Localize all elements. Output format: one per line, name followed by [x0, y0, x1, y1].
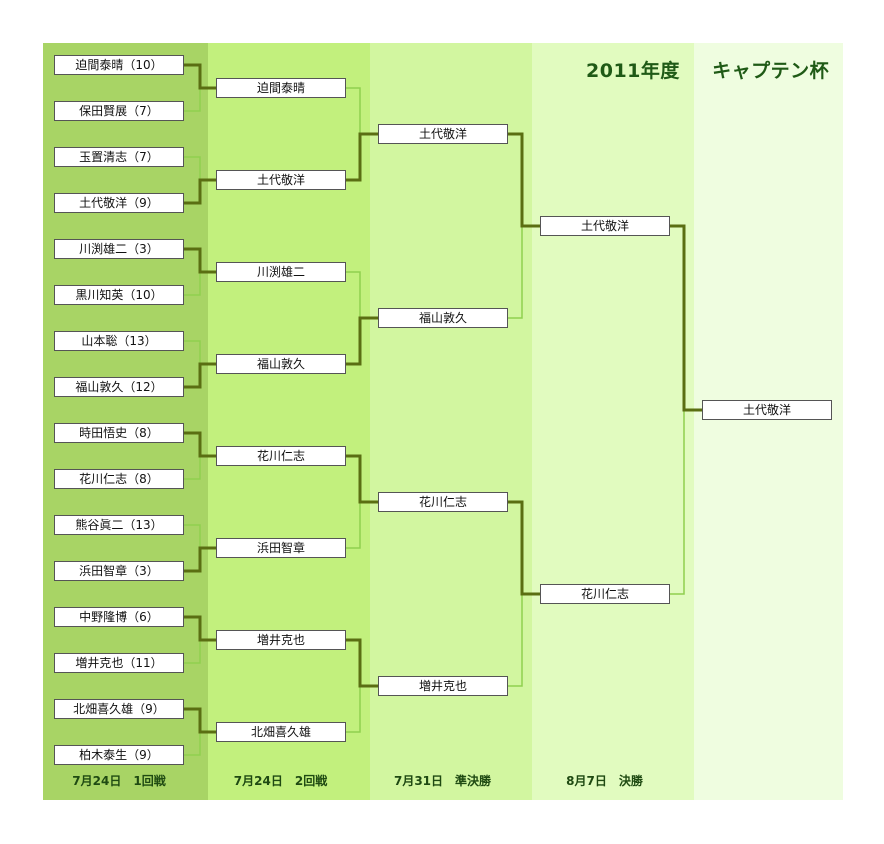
winner-line-r1-m2	[184, 178, 216, 205]
loser-line-r1-m4	[184, 340, 201, 364]
round1-entry-13: 中野隆博（6）	[54, 607, 184, 627]
loser-line-r3-m1	[508, 226, 523, 319]
winner-line-r1-m6	[184, 546, 216, 573]
round2-entry-8: 北畑喜久雄	[216, 722, 346, 742]
round-label-4: 8月7日 決勝	[566, 774, 643, 788]
round2-entry-1: 迫間泰晴	[216, 78, 346, 98]
winner-line-r3-m1	[508, 132, 540, 228]
loser-line-r2-m3	[346, 502, 361, 549]
winner-line-r2-m4	[346, 638, 378, 688]
final-entry-2: 花川仁志	[540, 584, 670, 604]
final-entry-1: 土代敬洋	[540, 216, 670, 236]
round2-entry-6: 浜田智章	[216, 538, 346, 558]
loser-line-r1-m2	[184, 156, 201, 180]
champion-column	[694, 43, 843, 800]
loser-line-r3-m2	[508, 594, 523, 687]
round-label-2: 7月24日 2回戦	[233, 774, 328, 788]
round1-entry-4: 土代敬洋（9）	[54, 193, 184, 213]
round1-entry-5: 川渕雄二（3）	[54, 239, 184, 259]
title-year: 2011年度	[586, 60, 680, 82]
round1-entry-16: 柏木泰生（9）	[54, 745, 184, 765]
loser-line-r1-m1	[184, 88, 201, 112]
round-2-column	[208, 43, 370, 800]
semifinal-entry-1: 土代敬洋	[378, 124, 508, 144]
winner-line-r2-m3	[346, 454, 378, 504]
round1-entry-6: 黒川知英（10）	[54, 285, 184, 305]
round2-entry-3: 川渕雄二	[216, 262, 346, 282]
loser-line-r2-m2	[346, 271, 361, 318]
round1-entry-12: 浜田智章（3）	[54, 561, 184, 581]
loser-line-r1-m6	[184, 524, 201, 548]
round1-entry-10: 花川仁志（8）	[54, 469, 184, 489]
round1-entry-15: 北畑喜久雄（9）	[54, 699, 184, 719]
round1-entry-14: 増井克也（11）	[54, 653, 184, 673]
tournament-title: 2011年度 キャプテン杯	[586, 56, 829, 83]
round1-entry-3: 玉置清志（7）	[54, 147, 184, 167]
loser-line-r4-m1	[670, 410, 685, 595]
winner-line-r1-m8	[184, 707, 216, 734]
winner-line-r1-m4	[184, 362, 216, 389]
semifinal-entry-3: 花川仁志	[378, 492, 508, 512]
round2-entry-7: 増井克也	[216, 630, 346, 650]
winner-line-r1-m7	[184, 615, 216, 642]
semifinal-entry-2: 福山敦久	[378, 308, 508, 328]
final-column	[532, 43, 694, 800]
winner-line-r3-m2	[508, 500, 540, 596]
loser-line-r1-m5	[184, 456, 201, 480]
winner-line-r2-m2	[346, 316, 378, 366]
round1-entry-11: 熊谷眞二（13）	[54, 515, 184, 535]
round2-entry-5: 花川仁志	[216, 446, 346, 466]
round-1-column	[43, 43, 208, 800]
loser-line-r2-m4	[346, 686, 361, 733]
loser-line-r2-m1	[346, 87, 361, 134]
winner-line-r1-m3	[184, 247, 216, 274]
semifinal-column	[370, 43, 532, 800]
round-label-3: 7月31日 準決勝	[393, 774, 492, 788]
round1-entry-7: 山本聡（13）	[54, 331, 184, 351]
loser-line-r1-m8	[184, 732, 201, 756]
round1-entry-9: 時田悟史（8）	[54, 423, 184, 443]
winner-line-r2-m1	[346, 132, 378, 182]
winner-line-r1-m5	[184, 431, 216, 458]
round2-entry-4: 福山敦久	[216, 354, 346, 374]
title-name: キャプテン杯	[712, 60, 830, 82]
champion-entry-1: 土代敬洋	[702, 400, 832, 420]
round1-entry-8: 福山敦久（12）	[54, 377, 184, 397]
semifinal-entry-4: 増井克也	[378, 676, 508, 696]
winner-line-r1-m1	[184, 63, 216, 90]
round2-entry-2: 土代敬洋	[216, 170, 346, 190]
loser-line-r1-m3	[184, 272, 201, 296]
loser-line-r1-m7	[184, 640, 201, 664]
winner-line-r4-m1	[670, 224, 702, 412]
round1-entry-1: 迫間泰晴（10）	[54, 55, 184, 75]
round1-entry-2: 保田賢展（7）	[54, 101, 184, 121]
round-label-1: 7月24日 1回戦	[72, 774, 166, 788]
